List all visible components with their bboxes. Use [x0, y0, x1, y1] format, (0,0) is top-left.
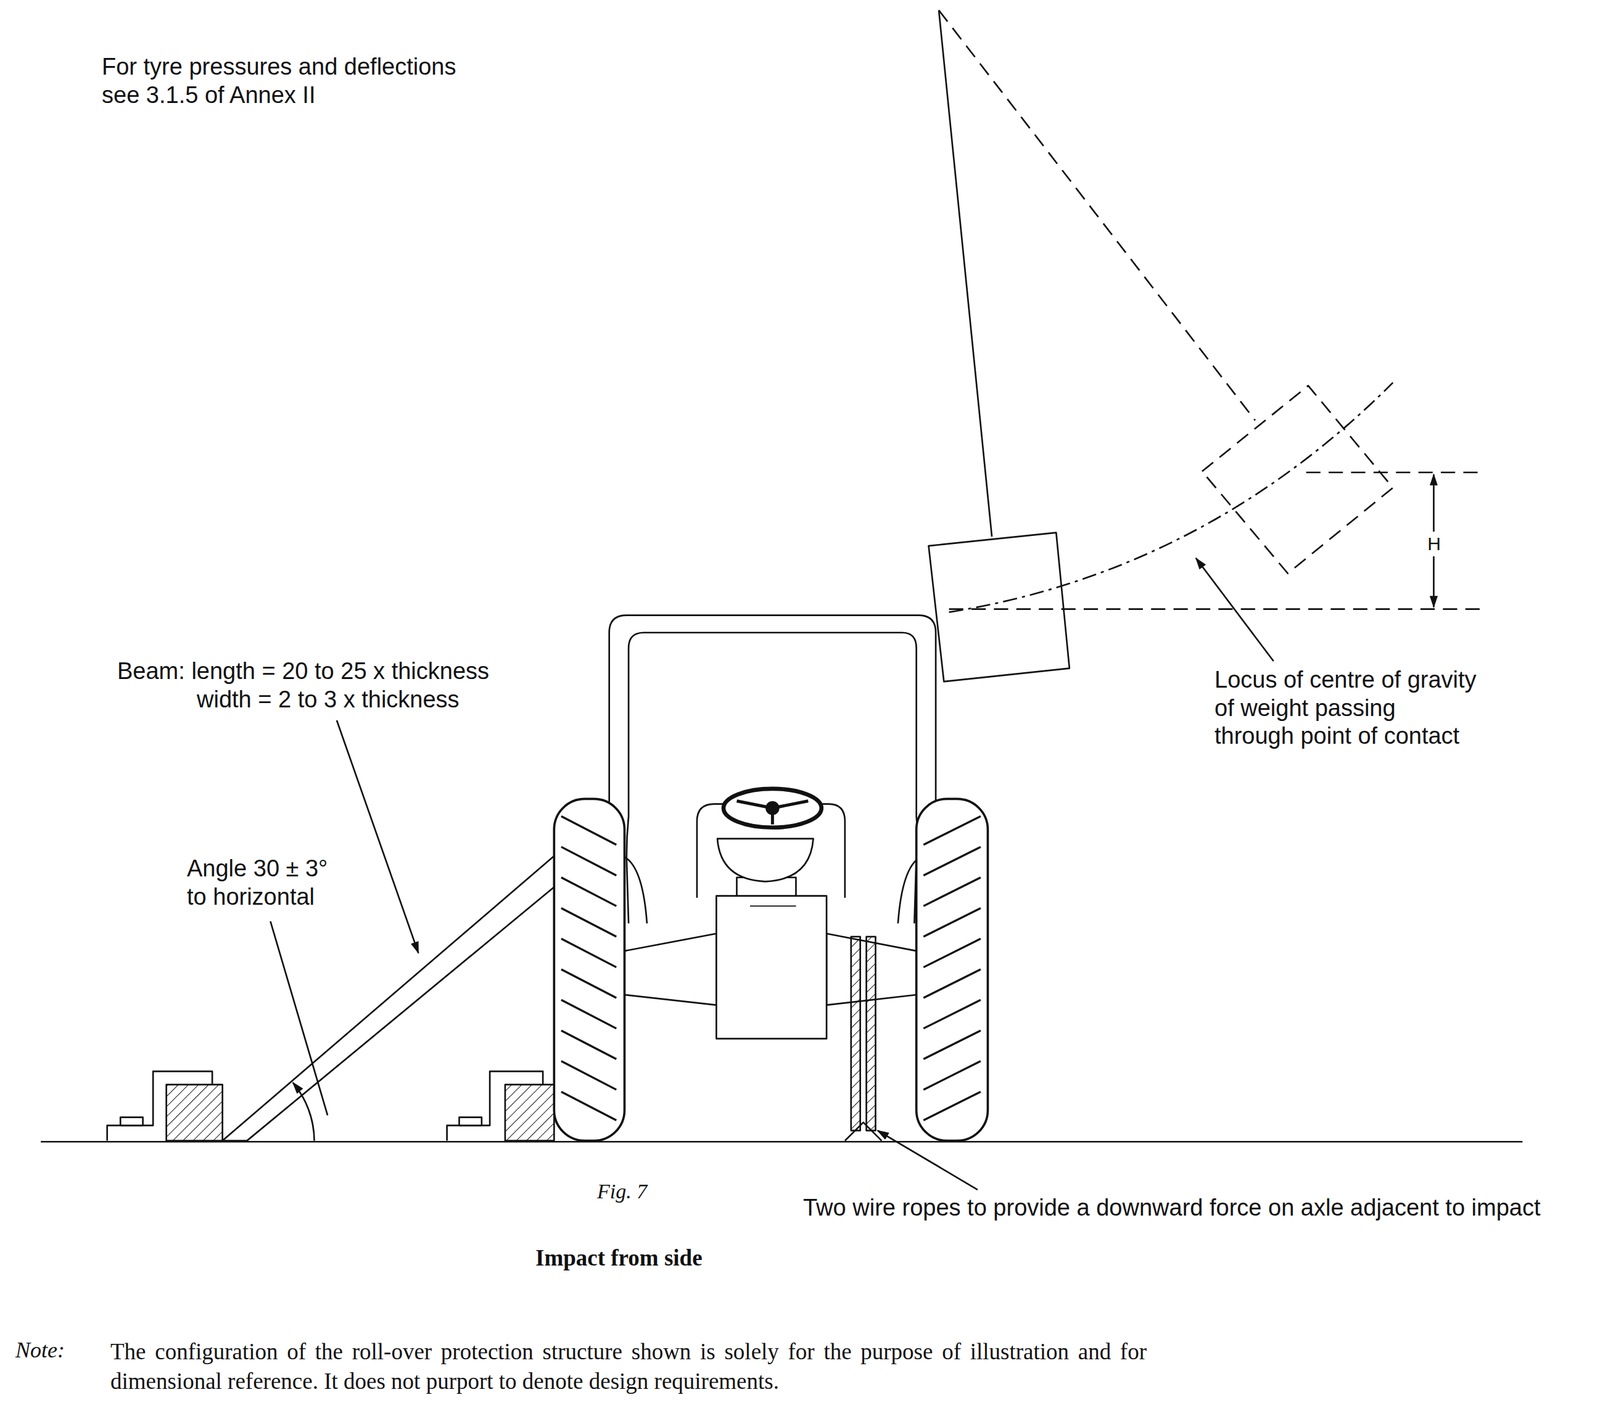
label-text: Angle 30 ± 3° to horizontal: [186, 854, 345, 912]
wheel: [553, 798, 625, 1141]
wire-rope: [866, 936, 876, 1131]
label-text: The configuration of the roll-over prote…: [110, 1337, 1147, 1397]
pendulum-rope: [938, 10, 992, 538]
angle-arc: [292, 1082, 315, 1141]
label-text: H: [1424, 531, 1444, 557]
label-text: Beam: length = 20 to 25 x thickness: [117, 657, 490, 686]
label-text: Two wire ropes to provide a downward for…: [803, 1194, 1541, 1223]
label-text: Fig. 7: [597, 1179, 648, 1205]
label-text: Locus of centre of gravity of weight pas…: [1214, 666, 1480, 751]
locus-line: [949, 382, 1394, 612]
chock-block: [166, 1084, 223, 1142]
leader-line: [336, 720, 419, 953]
wheel: [916, 798, 989, 1141]
label-text: For tyre pressures and deflections see 3…: [101, 53, 479, 110]
label-text: Note:: [15, 1337, 65, 1364]
chock-block: [505, 1084, 554, 1142]
leader-line: [270, 921, 328, 1116]
steering-hub: [766, 801, 779, 815]
pendulum-rope-dashed: [938, 10, 1256, 421]
rops-frame: [609, 615, 936, 807]
detail-line: [750, 905, 796, 907]
rops-frame: [626, 632, 918, 924]
wire-rope: [851, 936, 861, 1131]
bolt: [458, 1117, 482, 1126]
leader-line: [1195, 558, 1274, 662]
caption: Impact from side: [535, 1244, 703, 1272]
tyre-tread: [923, 816, 981, 1121]
pendulum-weight-dashed: [1202, 385, 1393, 574]
seat: [717, 838, 814, 882]
pendulum-weight: [928, 532, 1070, 683]
leader-line: [877, 1130, 978, 1190]
dimension-line: [949, 472, 1486, 610]
rope-anchor: [845, 1122, 883, 1142]
label-text: width = 2 to 3 x thickness: [196, 685, 460, 715]
axle-housing: [624, 933, 717, 1006]
bolt: [120, 1117, 143, 1126]
steering-wheel: [723, 788, 822, 828]
transmission: [716, 896, 827, 1040]
steering-spoke: [736, 801, 809, 825]
tyre-tread: [561, 816, 617, 1121]
ground-line: [40, 1141, 1523, 1143]
